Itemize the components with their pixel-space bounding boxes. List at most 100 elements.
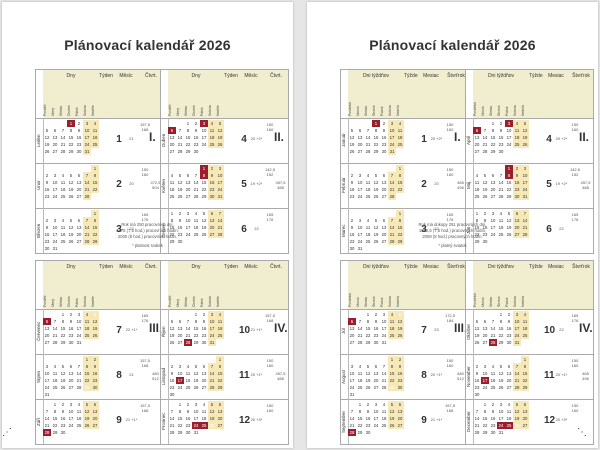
day-cell: 29 [365, 340, 371, 345]
day-cell: 24 [68, 423, 74, 428]
quarter-hours: 465 496 [582, 371, 589, 381]
day-cell: 18 [76, 416, 82, 421]
day-cell: 25 [76, 423, 82, 428]
day-cell [75, 356, 83, 363]
day-cell: 30 [169, 392, 175, 397]
day-cell: 12 [91, 318, 99, 325]
day-cell: 10 [490, 218, 496, 223]
day-cell: 22 [506, 187, 512, 192]
day-cell: 8 [388, 363, 396, 370]
day-cell: 1 [358, 402, 362, 407]
day-cell: 8 [178, 409, 182, 414]
day-cell: 23 [60, 423, 66, 428]
day-cell: 8 [491, 128, 495, 133]
day-cell: 14 [498, 180, 504, 185]
quarter-number: III. [149, 321, 163, 335]
day-cell: 6 [382, 218, 386, 223]
working-days: 22 [129, 225, 134, 231]
day-cell: 11 [474, 180, 480, 185]
day-cell: 17 [52, 232, 58, 237]
day-cell: 24 [506, 142, 512, 147]
page-title: Plánovací kalendář 2026 [369, 37, 536, 53]
day-cell: 11 [490, 371, 496, 376]
day-cell: 10 [76, 319, 82, 324]
day-cell: 6 [521, 401, 529, 408]
day-cell: 10 [388, 127, 396, 134]
day-name: Pondelok [348, 101, 352, 116]
day-cell [348, 210, 356, 217]
day-cell: 6 [473, 127, 481, 134]
day-name: Utorok [356, 297, 360, 307]
header-days: Dny [43, 70, 100, 118]
day-cell: 31 [388, 148, 396, 155]
day-cell: 28 [76, 385, 82, 390]
day-cell: 19 [44, 142, 50, 147]
day-cell: 16 [373, 326, 379, 331]
day-cell: 10 [177, 371, 183, 376]
working-days: 20 [129, 180, 134, 186]
day-cell: 29 [490, 149, 496, 154]
day-cell: 6 [507, 364, 511, 369]
day-cell: 3 [513, 311, 521, 318]
day-cell: 13 [513, 217, 521, 224]
day-cell: 30 [60, 430, 66, 435]
header-days-label: Dni týždňov [487, 264, 515, 270]
day-name: Pátek [200, 107, 204, 116]
day-cell: 17 [506, 135, 512, 140]
day-cell: 13 [76, 180, 82, 185]
day-cell [43, 210, 51, 217]
day-cell: 5 [513, 401, 521, 408]
day-cell: 27 [373, 385, 379, 390]
day-cell: 11 [498, 218, 504, 223]
header-quarter-label: Štvrťrok [572, 73, 590, 79]
day-name: Streda [364, 106, 368, 116]
month-number: 8 [421, 369, 427, 381]
day-cell: 29 [506, 194, 512, 199]
day-cell: 6 [348, 318, 356, 325]
day-cell [83, 210, 91, 217]
day-cell: 20 [474, 142, 480, 147]
day-cell: 24 [357, 239, 363, 244]
day-cell: 17 [216, 179, 224, 186]
day-cell: 27 [381, 239, 387, 244]
quarter-number: I. [149, 130, 156, 144]
day-cell: 25 [513, 141, 521, 148]
day-cell: 18 [201, 416, 207, 421]
day-cell: 9 [61, 409, 65, 414]
day-cell [51, 165, 59, 172]
working-hours: 150 160 [446, 167, 454, 177]
day-cell: 27 [52, 149, 58, 154]
day-cell [43, 311, 51, 318]
day-cell [380, 165, 388, 172]
day-cell: 30 [44, 246, 50, 251]
day-cell: 8 [521, 363, 529, 370]
note-line: 1882,5 (7,5 hod.) pracovných hodín, [418, 228, 487, 233]
day-cell: 21 [169, 423, 175, 428]
day-cell [348, 311, 356, 318]
day-cell: 2 [61, 402, 65, 407]
day-cell: 16 [482, 225, 488, 230]
day-cell: 13 [482, 326, 488, 331]
day-cell: 31 [44, 392, 50, 397]
day-cell [364, 210, 372, 217]
working-hours: 165 176 [266, 212, 274, 222]
day-cell: 10 [52, 225, 58, 230]
month-number: 4 [546, 133, 552, 145]
day-cell: 10 [44, 371, 50, 376]
day-cell: 30 [513, 193, 521, 200]
day-cell: 14 [76, 371, 82, 376]
day-cell: 24 [482, 385, 488, 390]
working-days: 22 +1* [125, 326, 138, 332]
day-cell: 26 [365, 385, 371, 390]
day-cell: 21 [482, 142, 488, 147]
day-cell: 27 [91, 422, 99, 429]
day-cell: 16 [396, 370, 404, 377]
